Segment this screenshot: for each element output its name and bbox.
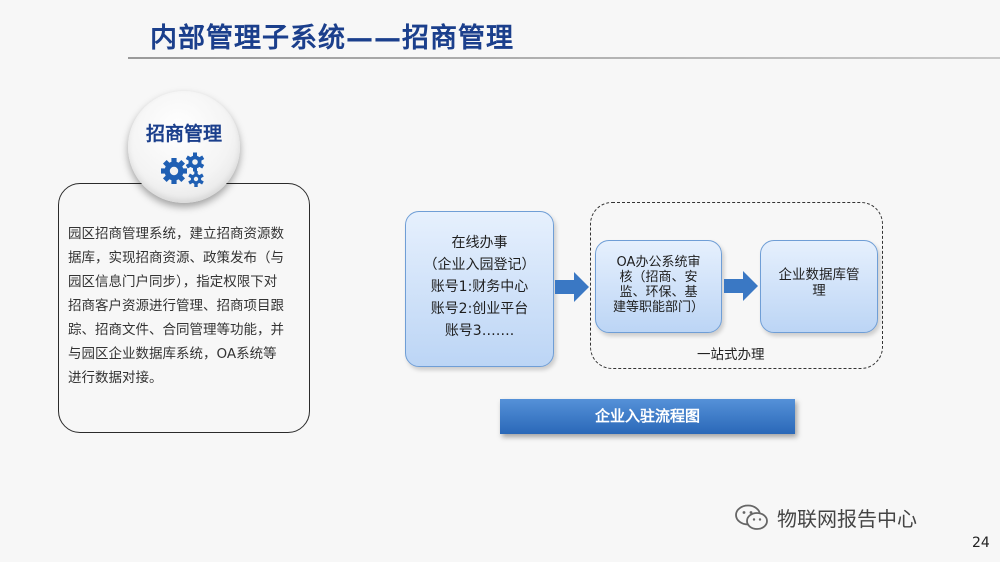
description-line: 踪、招商文件、合同管理等功能，并 (68, 322, 284, 338)
description-text: 园区招商管理系统，建立招商资源数 据库，实现招商资源、政策发布（与 园区信息门户… (68, 222, 308, 390)
box-line: 账号2:创业平台 (430, 301, 529, 317)
oa-approval-box: OA办公系统审 核（招商、安 监、环保、基 建等职能部门） (595, 240, 722, 333)
enterprise-database-box: 企业数据库管 理 (760, 240, 878, 333)
title-divider (128, 57, 1000, 59)
box-line: 建等职能部门） (612, 300, 704, 315)
flow-arrow-icon (724, 271, 758, 301)
description-line: 与园区企业数据库系统，OA系统等 (68, 346, 277, 362)
watermark-text: 物联网报告中心 (777, 507, 917, 531)
box-line: OA办公系统审 (616, 255, 701, 270)
box-line: （企业入园登记） (423, 257, 536, 273)
badge-circle: 招商管理 (128, 91, 240, 203)
group-label: 一站式办理 (697, 347, 765, 363)
page-number: 24 (972, 535, 990, 551)
flow-arrow-icon (555, 272, 589, 302)
box-line: 账号1:财务中心 (430, 279, 529, 295)
box-line: 监、环保、基 (619, 285, 698, 300)
description-box (58, 183, 310, 433)
description-line: 据库，实现招商资源、政策发布（与 (68, 250, 284, 266)
one-stop-group (590, 202, 883, 369)
badge-title: 招商管理 (145, 123, 222, 145)
box-line: 核（招商、安 (619, 270, 698, 285)
description-line: 园区招商管理系统，建立招商资源数 (68, 226, 284, 242)
box-line: 理 (812, 283, 826, 299)
online-service-box: 在线办事 （企业入园登记） 账号1:财务中心 账号2:创业平台 账号3……. (405, 211, 554, 367)
description-line: 园区信息门户同步），指定权限下对 (68, 274, 278, 290)
wechat-icon (735, 504, 768, 530)
description-line: 进行数据对接。 (68, 370, 163, 386)
watermark: 物联网报告中心 (735, 503, 917, 532)
description-line: 招商客户资源进行管理、招商项目跟 (68, 298, 284, 314)
page-title: 内部管理子系统——招商管理 (150, 23, 514, 54)
box-line: 在线办事 (451, 235, 508, 251)
box-line: 企业数据库管 (778, 267, 860, 283)
box-line: 账号3……. (444, 323, 515, 339)
diagram-caption: 企业入驻流程图 (500, 399, 795, 434)
gears-icon (161, 152, 205, 187)
